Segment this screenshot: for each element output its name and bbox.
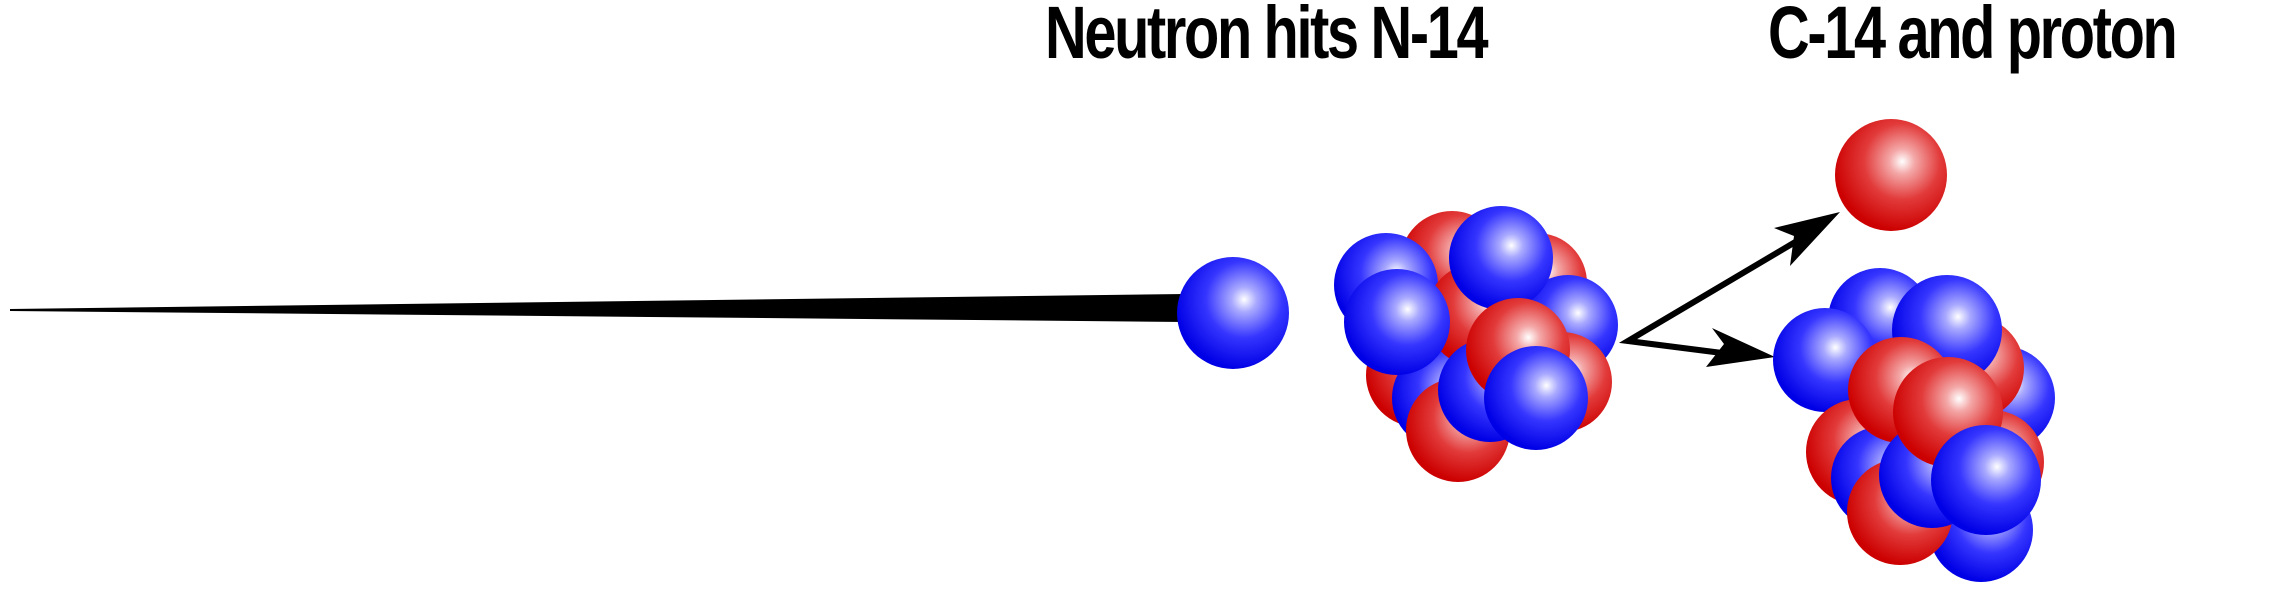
n14-nucleus xyxy=(1334,206,1618,482)
title-right: C-14 and proton xyxy=(1768,0,2178,74)
incoming-neutron xyxy=(1177,257,1289,369)
title-left: Neutron hits N-14 xyxy=(1045,0,1489,74)
nucleon-neutron xyxy=(1484,346,1588,450)
nucleon-neutron xyxy=(1344,269,1450,375)
nucleon-neutron xyxy=(1931,425,2041,535)
c14-nucleus xyxy=(1773,268,2055,582)
arrow-shaft xyxy=(1618,235,1804,357)
reaction-arrows xyxy=(1618,212,1840,367)
arrow-head-upper xyxy=(1774,212,1840,266)
nucleon-neutron xyxy=(1449,206,1553,310)
emitted-proton xyxy=(1835,119,1947,231)
neutron-trail xyxy=(10,294,1185,322)
arrow-head-lower xyxy=(1706,328,1775,367)
